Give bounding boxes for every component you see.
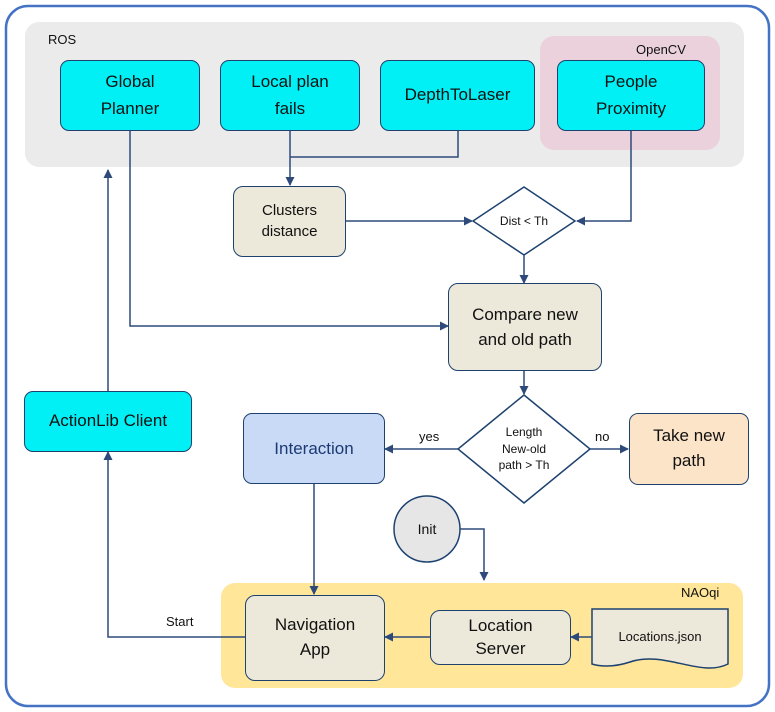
- compare-paths-node: Compare new and old path: [448, 283, 602, 371]
- locations-json-document: [591, 608, 729, 669]
- no-edge-label: no: [595, 429, 610, 444]
- interaction-node: Interaction: [243, 413, 385, 484]
- depth-to-laser-node: DepthToLaser: [380, 60, 535, 131]
- length-threshold-label: Length New-old path > Th: [498, 424, 550, 473]
- actionlib-client-node: ActionLib Client: [24, 391, 192, 452]
- init-label: Init: [417, 521, 437, 537]
- global-planner-node: Global Planner: [60, 60, 200, 131]
- outer-frame: [4, 4, 771, 708]
- arrow-navigation-to-actionlib: [103, 451, 245, 638]
- yes-edge-label: yes: [419, 429, 440, 444]
- dist-threshold-label: Dist < Th: [499, 214, 549, 228]
- locations-json-label: Locations.json: [618, 628, 702, 644]
- location-server-node: Location Server: [430, 610, 571, 665]
- local-plan-fails-node: Local plan fails: [220, 60, 360, 131]
- clusters-distance-node: Clusters distance: [233, 186, 346, 257]
- navigation-app-node: Navigation App: [245, 595, 385, 681]
- arrow-people-to-dist: [576, 131, 632, 226]
- ros-label: ROS: [48, 32, 77, 47]
- take-new-path-node: Take new path: [629, 413, 749, 485]
- people-proximity-node: People Proximity: [557, 60, 705, 131]
- opencv-label: OpenCV: [636, 42, 686, 57]
- naoqi-label: NAOqi: [681, 585, 720, 600]
- arrow-global-to-compare: [129, 131, 449, 331]
- arrow-depth-to-clusters: [290, 131, 459, 158]
- arrow-init-to-location-server: [460, 528, 489, 581]
- start-edge-label: Start: [166, 614, 194, 629]
- length-threshold-diamond: [456, 394, 592, 504]
